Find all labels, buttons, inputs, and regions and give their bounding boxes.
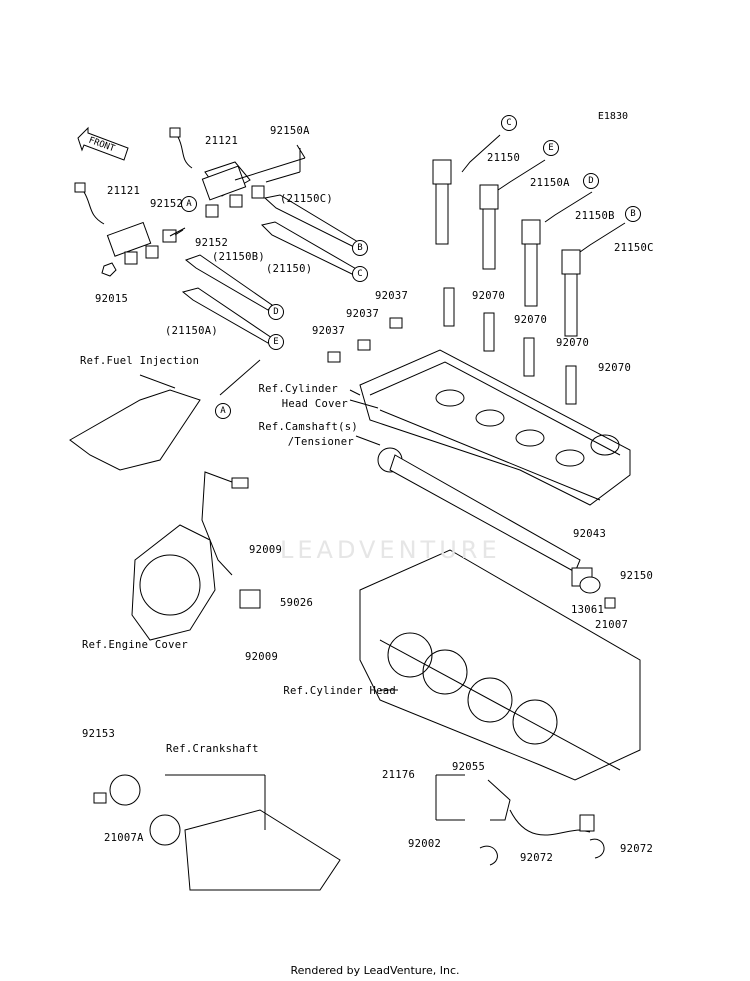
part-label: (21150A) xyxy=(165,325,218,337)
part-label: 92055 xyxy=(452,761,486,773)
part-label: 92070 xyxy=(514,314,548,326)
part-label: 21121 xyxy=(107,185,141,197)
part-label: 21150A xyxy=(530,177,570,189)
front-arrow-icon xyxy=(77,126,129,161)
callout-marker: C xyxy=(352,266,368,282)
part-label: 92037 xyxy=(312,325,346,337)
part-label: 92009 xyxy=(245,651,279,663)
part-label: Ref.Crankshaft xyxy=(166,743,259,755)
part-label: 92150A xyxy=(270,125,310,137)
part-label: Ref.Cylinder xyxy=(258,383,338,395)
part-label: 92152 xyxy=(150,198,184,210)
plug-caps xyxy=(432,134,626,337)
part-label: 92072 xyxy=(620,843,654,855)
ignition-coil-upper xyxy=(169,127,301,208)
part-label: 21176 xyxy=(382,769,416,781)
callout-marker: E xyxy=(543,140,559,156)
part-label: 92070 xyxy=(598,362,632,374)
part-label: 92043 xyxy=(573,528,607,540)
callout-marker: C xyxy=(501,115,517,131)
part-label: 21150C xyxy=(614,242,654,254)
engine-cover xyxy=(131,524,216,641)
part-label: 92152 xyxy=(195,237,229,249)
part-label: 92070 xyxy=(472,290,506,302)
part-label: 92072 xyxy=(520,852,554,864)
part-label: (21150C) xyxy=(280,193,333,205)
part-label: 21150B xyxy=(575,210,615,222)
part-label: (21150) xyxy=(266,263,313,275)
part-label: 92070 xyxy=(556,337,590,349)
callout-marker: B xyxy=(625,206,641,222)
crankshaft xyxy=(109,774,341,891)
part-label: 92002 xyxy=(408,838,442,850)
watermark: LEADVENTURE xyxy=(280,536,501,564)
cylinder-head-cover xyxy=(359,349,631,506)
callout-marker: A xyxy=(181,196,197,212)
part-label: 92150 xyxy=(620,570,654,582)
part-label: Ref.Camshaft(s) xyxy=(258,421,358,433)
footer-credit: Rendered by LeadVenture, Inc. xyxy=(290,964,460,977)
callout-marker: E xyxy=(268,334,284,350)
part-label: Head Cover xyxy=(281,398,348,410)
diagram-code: E1830 xyxy=(597,111,628,122)
part-label: Ref.Fuel Injection xyxy=(80,355,200,367)
part-label: 13061 xyxy=(571,604,605,616)
callout-marker: B xyxy=(352,240,368,256)
part-label: 21007 xyxy=(595,619,629,631)
part-label: Ref.Engine Cover xyxy=(82,639,188,651)
part-label: 92153 xyxy=(82,728,116,740)
ignition-coil-lower xyxy=(74,182,159,265)
part-label: /Tensioner xyxy=(287,436,354,448)
part-label: 59026 xyxy=(280,597,314,609)
spark-plugs xyxy=(443,287,577,405)
cylinder-head xyxy=(359,549,641,781)
part-label: Ref.Cylinder Head xyxy=(283,685,396,697)
callout-marker: D xyxy=(268,304,284,320)
part-label: 21121 xyxy=(205,135,239,147)
part-label: 92037 xyxy=(375,290,409,302)
part-label: 92015 xyxy=(95,293,129,305)
part-label: (21150B) xyxy=(212,251,265,263)
callout-marker: A xyxy=(215,403,231,419)
part-label: 21007A xyxy=(104,832,144,844)
part-label: 21150 xyxy=(487,152,521,164)
callout-marker: D xyxy=(583,173,599,189)
part-label: 92009 xyxy=(249,544,283,556)
part-label: 92037 xyxy=(346,308,380,320)
